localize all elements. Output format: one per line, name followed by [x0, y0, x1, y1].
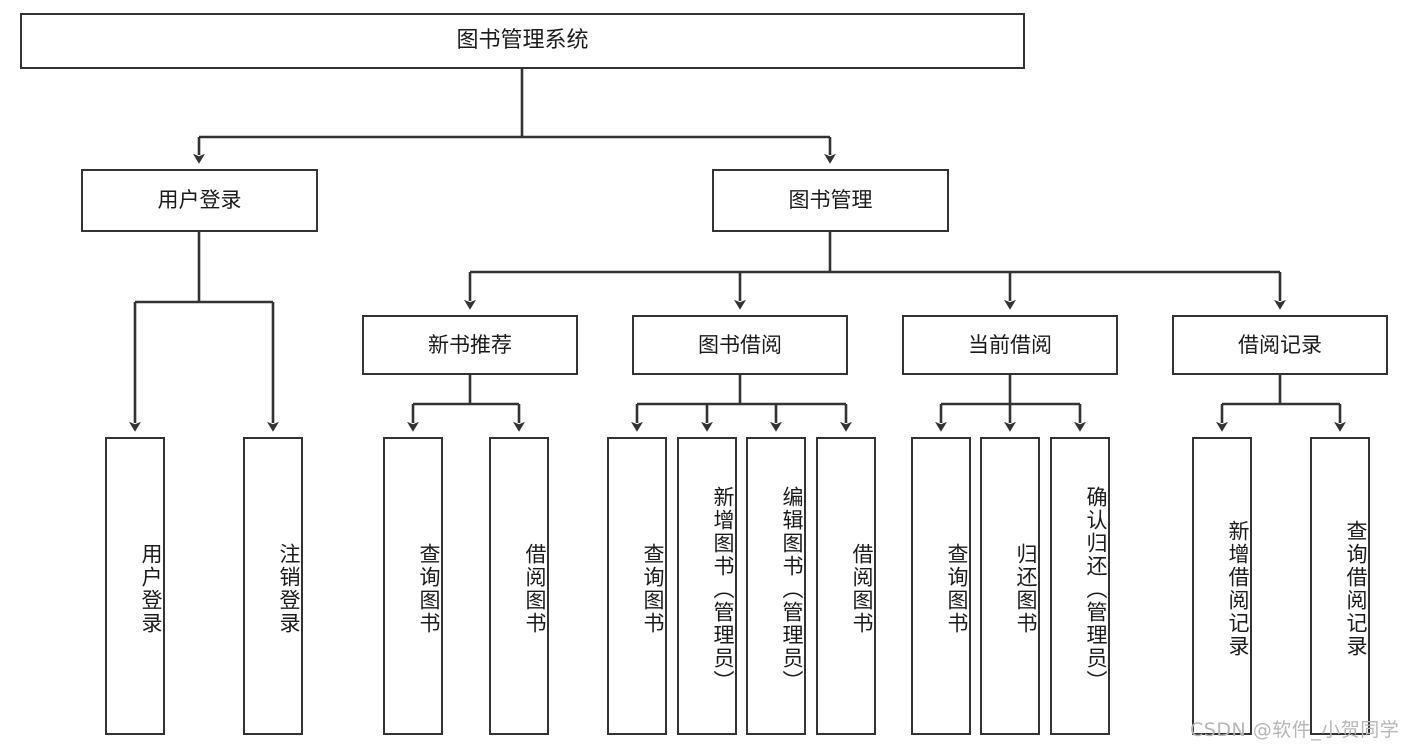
leaf-borrow-book-recommend[interactable]: 借阅图书: [489, 437, 549, 735]
leaf-confirm-return-admin[interactable]: 确认归还（管理员）: [1050, 437, 1110, 735]
node-label: 查询图书: [417, 543, 441, 635]
leaf-user-login[interactable]: 用户登录: [105, 437, 165, 735]
node-book-borrow[interactable]: 图书借阅: [632, 315, 848, 375]
node-label: 借阅记录: [1238, 332, 1322, 357]
node-label: 查询图书: [641, 543, 665, 635]
leaf-query-book-current[interactable]: 查询图书: [911, 437, 971, 735]
csdn-watermark: CSDN @软件_小贺同学: [1190, 719, 1400, 741]
node-current-borrow[interactable]: 当前借阅: [902, 315, 1118, 375]
leaf-add-book-admin[interactable]: 新增图书（管理员）: [677, 437, 737, 735]
leaf-query-borrow-record[interactable]: 查询借阅记录: [1310, 437, 1370, 735]
leaf-add-borrow-record[interactable]: 新增借阅记录: [1192, 437, 1252, 735]
node-label: 注销登录: [277, 543, 301, 635]
leaf-logout[interactable]: 注销登录: [243, 437, 303, 735]
node-label: 编辑图书（管理员）: [780, 485, 804, 693]
leaf-return-book[interactable]: 归还图书: [980, 437, 1040, 735]
node-label: 图书管理系统: [456, 28, 589, 54]
leaf-borrow-book[interactable]: 借阅图书: [816, 437, 876, 735]
leaf-query-book-borrow[interactable]: 查询图书: [607, 437, 667, 735]
node-label: 归还图书: [1014, 543, 1038, 635]
node-new-book-recommend[interactable]: 新书推荐: [362, 315, 578, 375]
node-user-login[interactable]: 用户登录: [81, 169, 318, 232]
node-label: 新增借阅记录: [1226, 520, 1250, 658]
node-label: 图书借阅: [698, 332, 782, 357]
node-label: 查询图书: [945, 543, 969, 635]
node-root-system[interactable]: 图书管理系统: [20, 13, 1025, 69]
node-label: 借阅图书: [850, 543, 874, 635]
node-book-management[interactable]: 图书管理: [712, 169, 949, 232]
node-label: 用户登录: [139, 543, 163, 635]
leaf-query-book-recommend[interactable]: 查询图书: [383, 437, 443, 735]
node-label: 用户登录: [157, 188, 242, 213]
node-label: 确认归还（管理员）: [1084, 485, 1108, 693]
node-label: 当前借阅: [968, 332, 1052, 357]
node-label: 借阅图书: [523, 543, 547, 635]
node-label: 图书管理: [788, 188, 873, 213]
node-label: 新书推荐: [428, 332, 512, 357]
node-borrow-records[interactable]: 借阅记录: [1172, 315, 1388, 375]
node-label: 新增图书（管理员）: [711, 485, 735, 693]
leaf-edit-book-admin[interactable]: 编辑图书（管理员）: [746, 437, 806, 735]
node-label: 查询借阅记录: [1344, 520, 1368, 658]
